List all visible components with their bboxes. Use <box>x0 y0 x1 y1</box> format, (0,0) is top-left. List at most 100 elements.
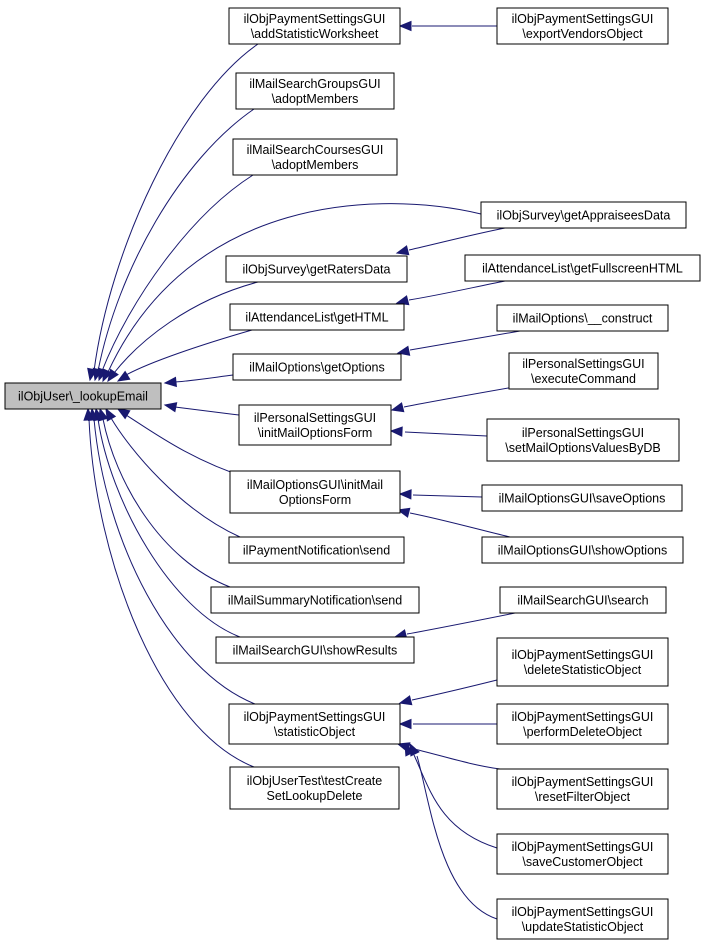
node-summarySend[interactable]: ilMailSummaryNotification\send <box>210 586 420 614</box>
node-saveCustomerObject[interactable]: ilObjPaymentSettingsGUI\saveCustomerObje… <box>496 833 669 875</box>
node-executeCommand[interactable]: ilPersonalSettingsGUI\executeCommand <box>508 352 659 390</box>
edge-line <box>404 431 488 437</box>
edge-persInitMailOptionsForm-to-root <box>163 402 240 416</box>
node-persInitMailOptionsForm[interactable]: ilPersonalSettingsGUI\initMailOptionsFor… <box>238 404 392 446</box>
edge-groupsAdoptMembers-to-root <box>92 108 255 382</box>
node-label: ilMailSearchGroupsGUI <box>249 77 380 91</box>
node-box <box>232 138 398 176</box>
edge-arrowhead <box>116 370 131 382</box>
node-label: ilObjPaymentSettingsGUI <box>512 840 654 854</box>
node-statisticObject[interactable]: ilObjPaymentSettingsGUI\statisticObject <box>228 703 401 745</box>
edge-arrowhead <box>83 407 94 421</box>
node-label: ilMailSearchGUI\showResults <box>233 644 398 658</box>
edge-line <box>409 330 521 351</box>
edge-construct-to-getOptions <box>396 330 521 356</box>
node-showOptions[interactable]: ilMailOptionsGUI\showOptions <box>481 536 684 564</box>
node-label: ilMailOptions\getOptions <box>249 361 384 375</box>
node-label: ilObjSurvey\getAppraiseesData <box>497 209 671 223</box>
edge-line <box>102 418 231 588</box>
edge-summarySend-to-root <box>98 407 231 588</box>
node-search[interactable]: ilMailSearchGUI\search <box>499 586 667 614</box>
node-label: \setMailOptionsValuesByDB <box>505 441 660 455</box>
node-label: ilMailOptionsGUI\saveOptions <box>499 492 666 506</box>
node-label: SetLookupDelete <box>267 789 363 803</box>
node-getHTML[interactable]: ilAttendanceList\getHTML <box>229 303 405 331</box>
node-label: ilObjPaymentSettingsGUI <box>244 12 386 26</box>
edge-getFullscreenHTML-to-getHTML <box>395 280 506 306</box>
node-box <box>225 255 408 283</box>
node-box <box>480 201 687 229</box>
node-box <box>235 72 395 110</box>
node-exportVendorsObject[interactable]: ilObjPaymentSettingsGUI\exportVendorsObj… <box>496 7 669 45</box>
node-groupsAdoptMembers[interactable]: ilMailSearchGroupsGUI\adoptMembers <box>235 72 395 110</box>
edge-arrowhead <box>409 742 420 757</box>
node-label: \adoptMembers <box>272 92 359 106</box>
node-label: OptionsForm <box>279 493 351 507</box>
node-paymentSend[interactable]: ilPaymentNotification\send <box>228 536 405 564</box>
edge-line <box>110 417 241 538</box>
node-label: ilObjPaymentSettingsGUI <box>512 12 654 26</box>
node-box <box>229 766 400 810</box>
node-saveOptions[interactable]: ilMailOptionsGUI\saveOptions <box>481 484 683 512</box>
node-label: ilMailSearchGUI\search <box>517 594 648 608</box>
edge-arrowhead <box>389 426 403 437</box>
node-deleteStatisticObject[interactable]: ilObjPaymentSettingsGUI\deleteStatisticO… <box>496 637 669 687</box>
node-mailInitMailOptionsForm[interactable]: ilMailOptionsGUI\initMailOptionsForm <box>229 470 401 514</box>
node-label: \saveCustomerObject <box>522 855 643 869</box>
node-label: ilObjPaymentSettingsGUI <box>512 905 654 919</box>
edge-arrowhead <box>102 368 113 383</box>
node-box <box>496 898 669 940</box>
edge-arrowhead <box>105 407 117 422</box>
node-box <box>496 637 669 687</box>
node-getRatersData[interactable]: ilObjSurvey\getRatersData <box>225 255 408 283</box>
node-label: ilMailOptionsGUI\initMail <box>247 478 383 492</box>
edge-arrowhead <box>398 695 413 706</box>
node-performDeleteObject[interactable]: ilObjPaymentSettingsGUI\performDeleteObj… <box>496 703 669 745</box>
edge-getOptions-to-root <box>163 374 234 388</box>
node-label: ilPersonalSettingsGUI <box>254 411 376 425</box>
edge-line <box>93 43 259 372</box>
node-label: \addStatisticWorksheet <box>251 27 379 41</box>
edge-line <box>409 747 501 770</box>
edge-arrowhead <box>398 489 412 500</box>
edge-line <box>174 406 240 416</box>
node-resetFilterObject[interactable]: ilObjPaymentSettingsGUI\resetFilterObjec… <box>496 768 669 810</box>
edge-arrowhead <box>395 295 410 306</box>
node-box <box>496 833 669 875</box>
edge-getRatersData-to-root <box>107 281 259 383</box>
nodes-layer: ilObjUser\_lookupEmail ilObjPaymentSettin… <box>4 7 701 940</box>
edge-paymentSend-to-root <box>105 407 241 538</box>
node-getOptions[interactable]: ilMailOptions\getOptions <box>232 353 402 381</box>
edge-line <box>174 374 234 383</box>
node-box <box>481 536 684 564</box>
edge-arrowhead <box>390 402 405 413</box>
edge-line <box>411 679 498 701</box>
node-label: ilAttendanceList\getHTML <box>245 311 388 325</box>
edge-arrowhead <box>163 376 177 388</box>
edge-line <box>113 281 259 374</box>
edge-arrowhead <box>395 245 410 256</box>
node-label: ilPersonalSettingsGUI <box>522 426 644 440</box>
edge-arrowhead <box>396 507 411 518</box>
node-setMailOptionsValuesByDB[interactable]: ilPersonalSettingsGUI\setMailOptionsValu… <box>486 418 680 462</box>
node-addStatisticWorksheet[interactable]: ilObjPaymentSettingsGUI\addStatisticWork… <box>228 7 401 45</box>
node-construct[interactable]: ilMailOptions\__construct <box>496 304 669 332</box>
node-box <box>496 703 669 745</box>
node-label: ilMailOptions\__construct <box>513 312 653 326</box>
edge-getAppraiseesData-to-root <box>102 203 482 383</box>
node-getAppraiseesData[interactable]: ilObjSurvey\getAppraiseesData <box>480 201 687 229</box>
edge-line <box>403 385 521 408</box>
node-getFullscreenHTML[interactable]: ilAttendanceList\getFullscreenHTML <box>464 254 701 282</box>
node-label: \deleteStatisticObject <box>524 663 642 677</box>
node-updateStatisticObject[interactable]: ilObjPaymentSettingsGUI\updateStatisticO… <box>496 898 669 940</box>
node-coursesAdoptMembers[interactable]: ilMailSearchCoursesGUI\adoptMembers <box>232 138 398 176</box>
edge-line <box>97 108 255 372</box>
edge-performDeleteObject-to-statisticObject <box>398 718 497 730</box>
root-node[interactable]: ilObjUser\_lookupEmail <box>4 382 162 410</box>
node-showResults[interactable]: ilMailSearchGUI\showResults <box>215 636 415 664</box>
edge-line <box>125 329 253 376</box>
edge-arrowhead <box>398 718 412 730</box>
node-label: ilObjPaymentSettingsGUI <box>244 710 386 724</box>
node-label: \initMailOptionsForm <box>258 426 373 440</box>
